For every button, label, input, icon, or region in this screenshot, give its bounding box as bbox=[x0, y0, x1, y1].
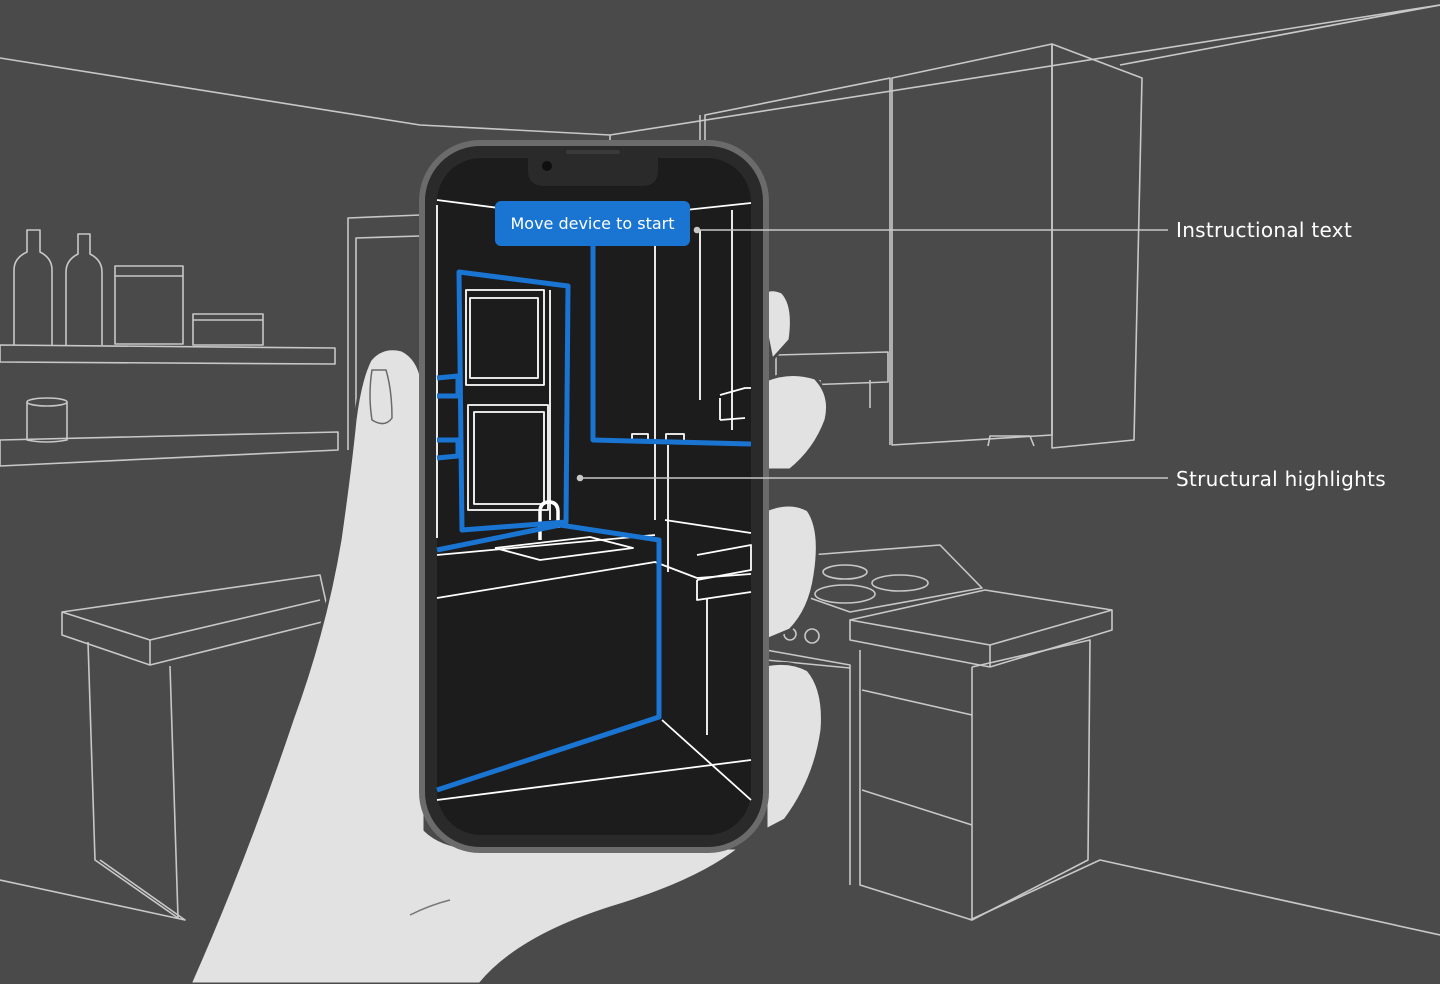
phone bbox=[419, 140, 769, 853]
move-device-banner: Move device to start bbox=[495, 201, 690, 246]
thumb-nail bbox=[369, 369, 393, 425]
callout-structural-highlights: Structural highlights bbox=[1176, 467, 1386, 491]
callout-leaders bbox=[576, 226, 1168, 482]
screen-scene bbox=[436, 199, 752, 801]
callout-instructional-text: Instructional text bbox=[1176, 218, 1353, 242]
room-lines bbox=[0, 4, 1440, 936]
hand bbox=[188, 288, 830, 984]
structural-highlights bbox=[436, 240, 752, 793]
knuckle-crease bbox=[409, 899, 451, 916]
